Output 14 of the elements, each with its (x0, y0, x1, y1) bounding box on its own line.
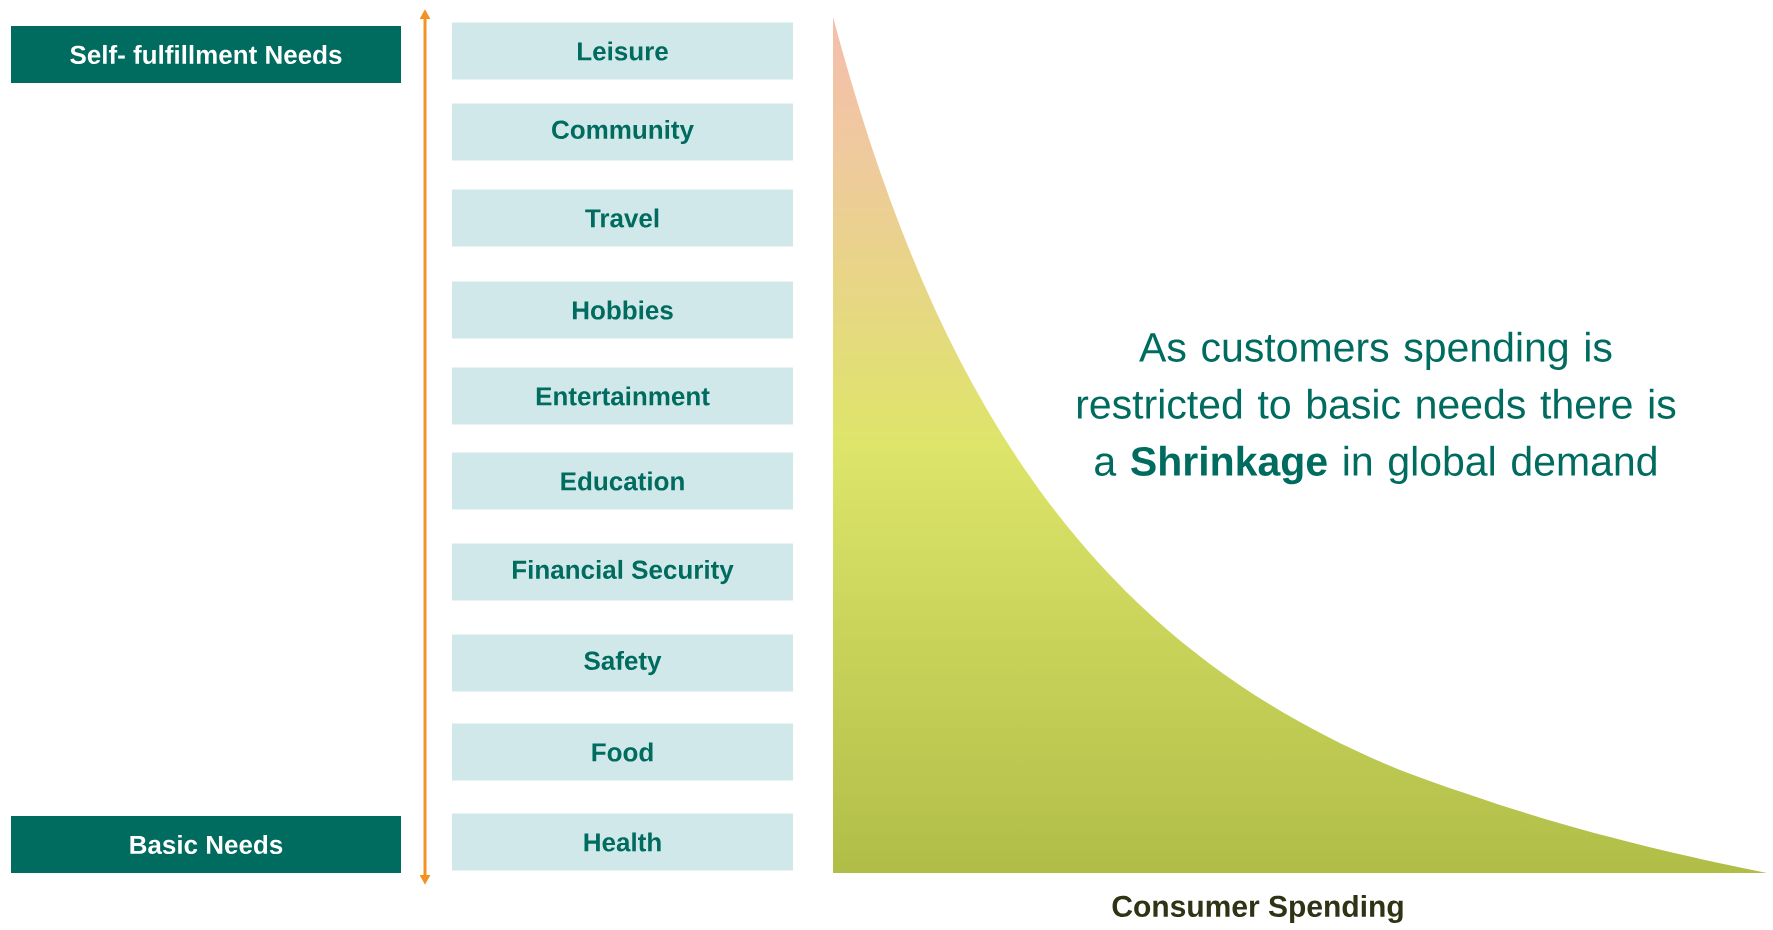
statement-text: As customers spending is restricted to basic needs there is a Shrinkage in global demand (1077, 331, 1676, 485)
category-box: Education (452, 452, 793, 510)
category-box: Entertainment (452, 367, 793, 425)
category-box: Food (452, 723, 793, 781)
category-box: Health (452, 813, 793, 871)
axis-label: Consumer Spending (1112, 894, 1403, 924)
category-box: Travel (452, 189, 793, 247)
category-box: Leisure (452, 22, 793, 80)
level-box: Self- fulfillment Needs (11, 26, 401, 83)
category-box: Community (452, 103, 793, 161)
category-box: Hobbies (452, 281, 793, 339)
level-box: Basic Needs (11, 816, 401, 873)
category-box: Financial Security (452, 543, 793, 601)
category-box: Safety (452, 634, 793, 692)
